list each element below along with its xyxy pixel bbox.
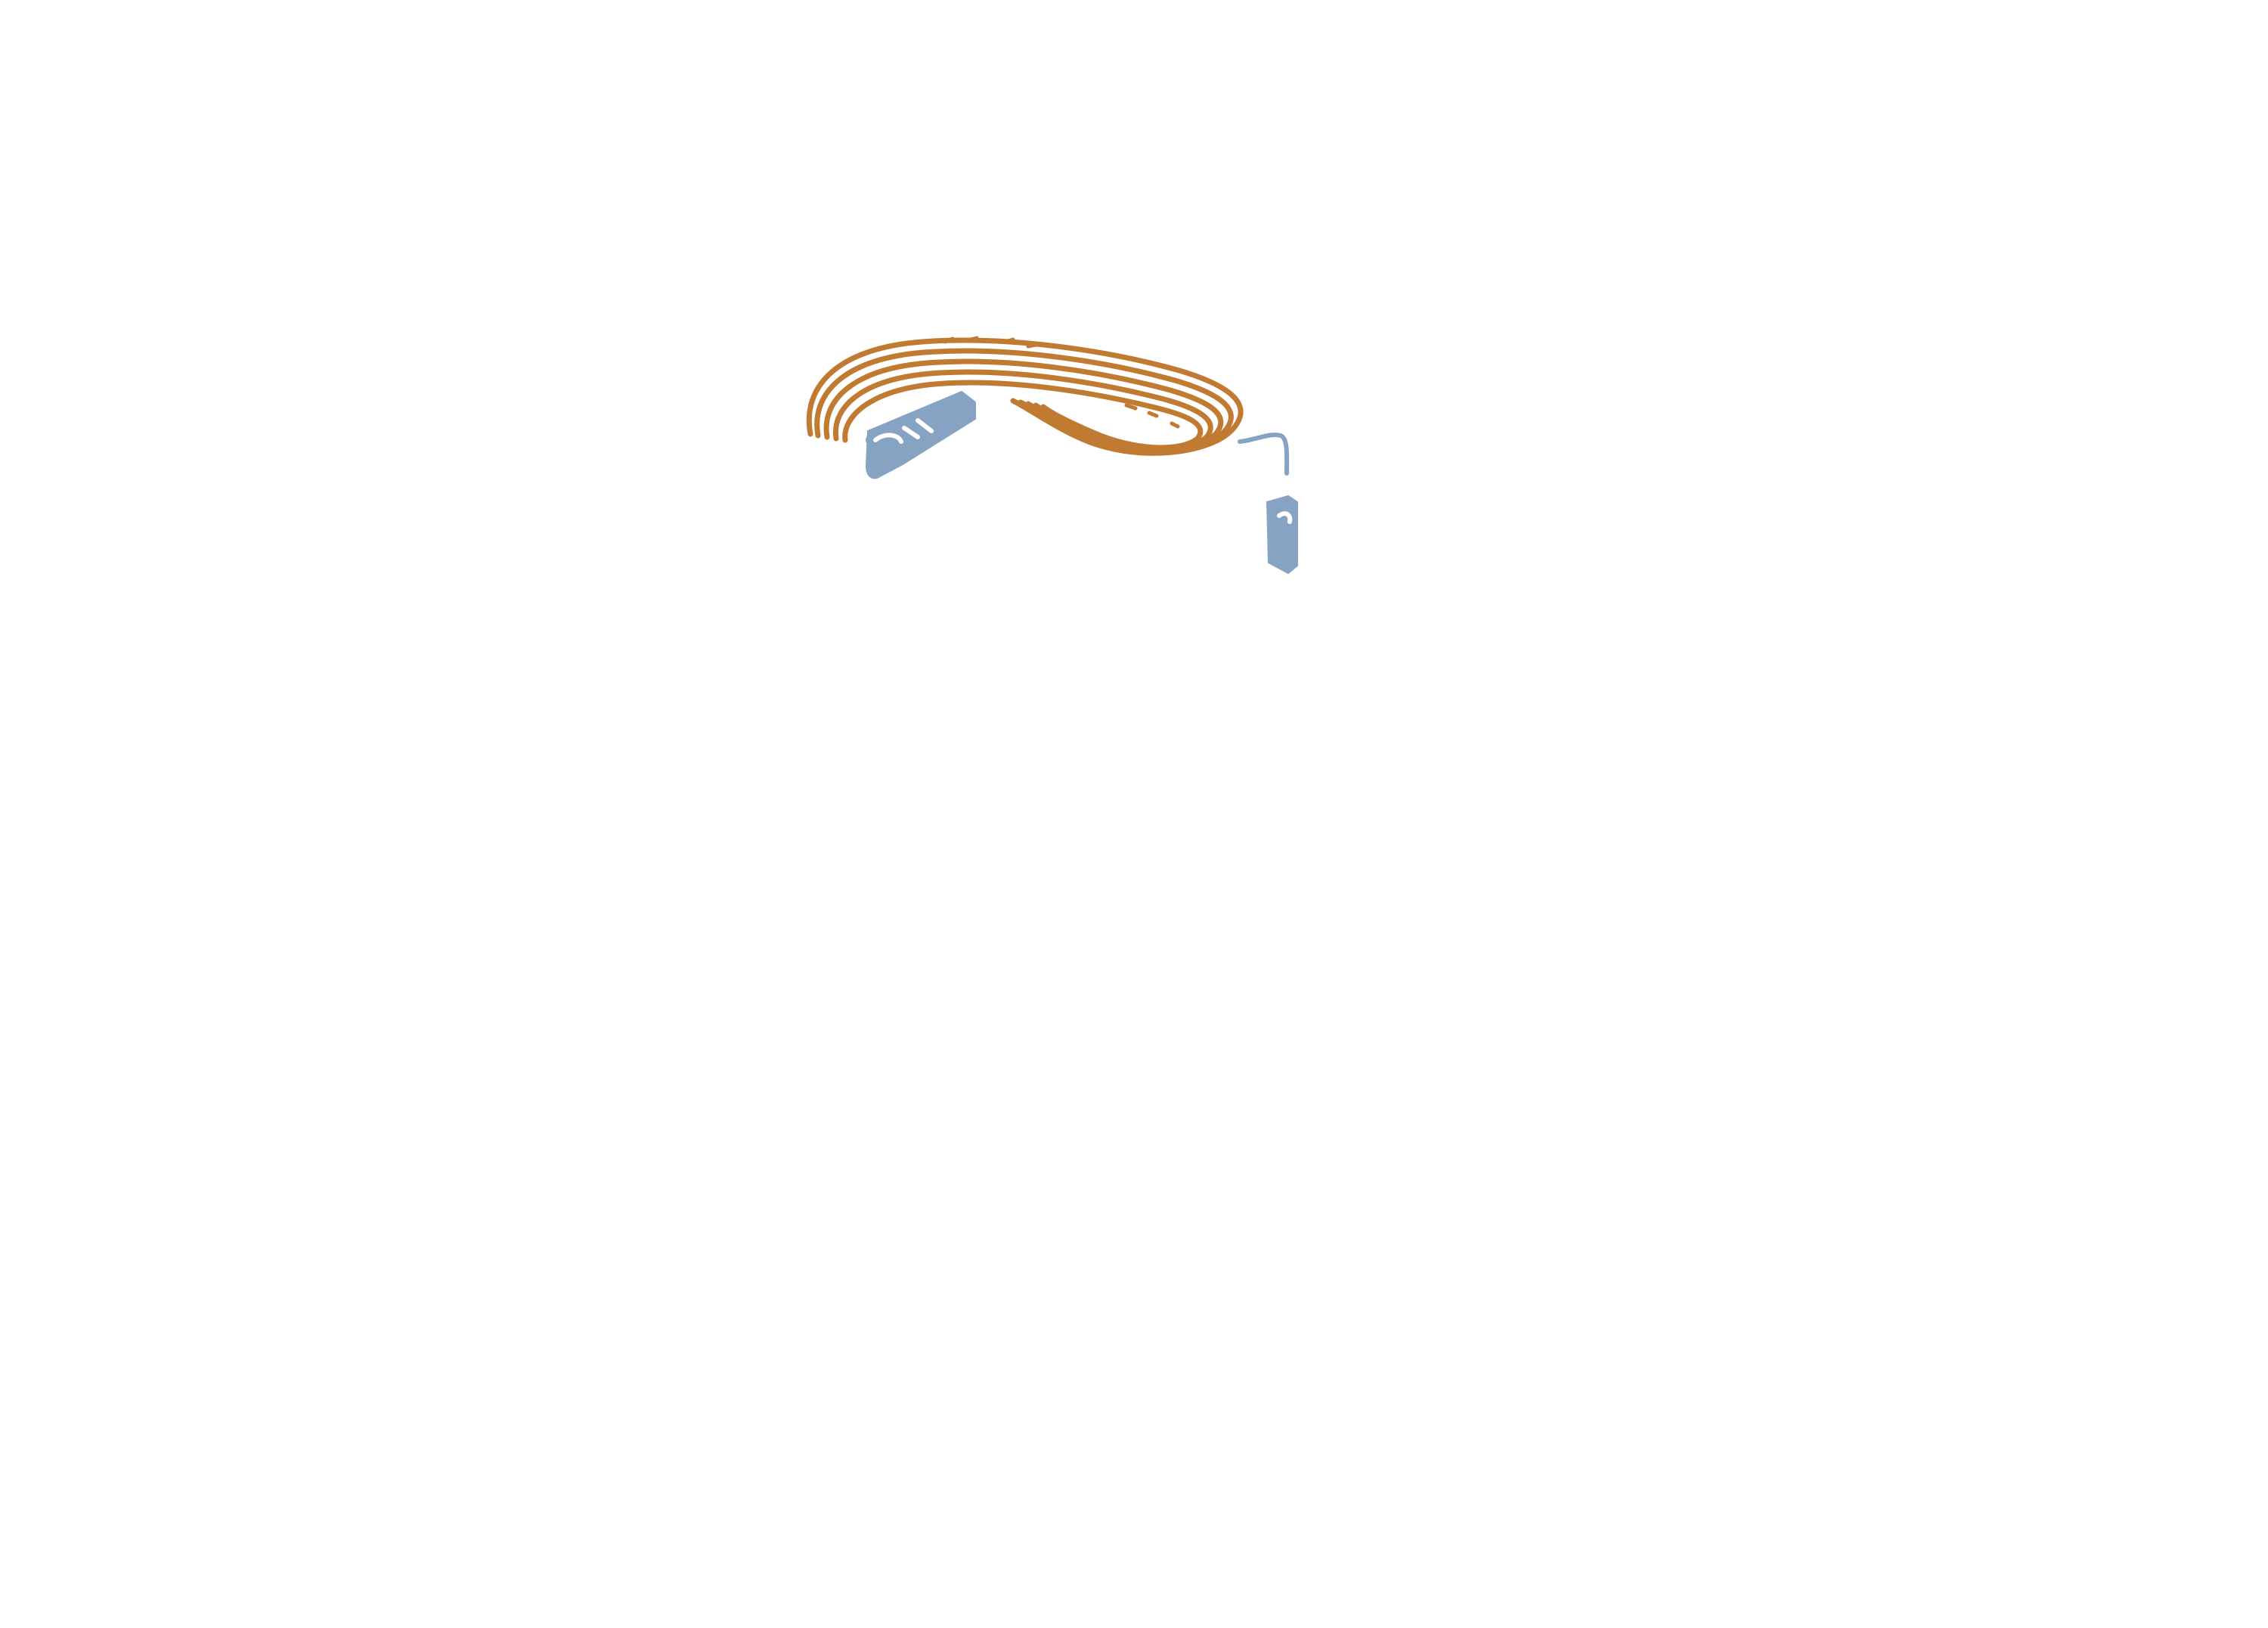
right-connector	[1266, 495, 1298, 575]
lead-wire	[1238, 433, 1290, 476]
left-connector-body	[865, 390, 976, 479]
left-connector	[865, 390, 976, 479]
cable-texture	[943, 336, 1180, 429]
left-connector-highlight	[873, 418, 934, 444]
cable-coil	[806, 336, 1244, 456]
cable-strand	[842, 380, 1204, 451]
right-connector-highlight	[1277, 511, 1293, 524]
right-connector-body	[1266, 495, 1298, 575]
